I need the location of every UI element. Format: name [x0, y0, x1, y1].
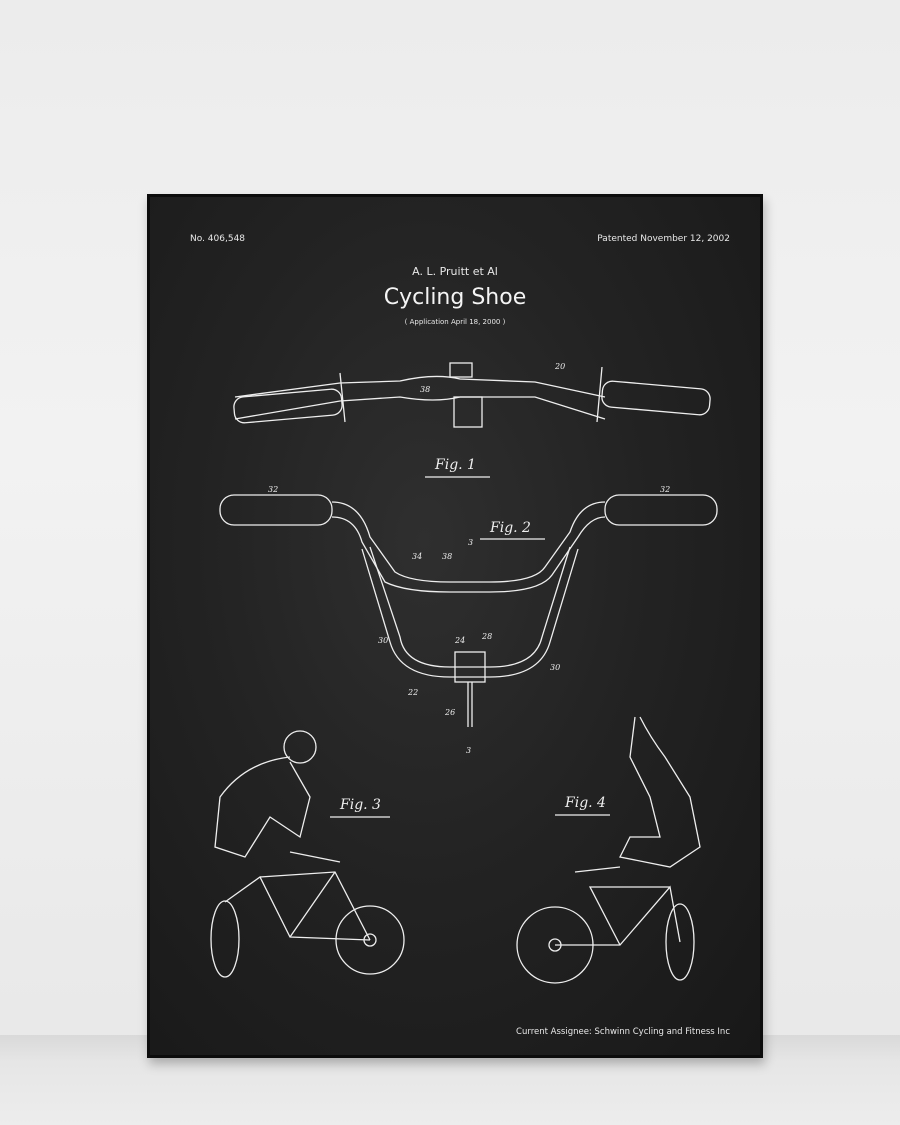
fig2-handlebar-drawing: Fig. 2 32 32 34 38 3 30 24 28 30 22 26 3: [219, 485, 718, 755]
fig1-handlebar-drawing: 20 38 Fig. 1: [233, 362, 711, 478]
assignee: Current Assignee: Schwinn Cycling and Fi…: [516, 1027, 730, 1037]
ref-number: 22: [407, 688, 418, 697]
author: A. L. Pruitt et Al: [412, 265, 498, 278]
figure-label: Fig. 3: [339, 797, 381, 813]
ref-number: 24: [454, 636, 465, 645]
figure-label: Fig. 2: [489, 520, 531, 536]
poster-title: Cycling Shoe: [383, 285, 527, 310]
fig4-rider-drawing: Fig. 4: [516, 716, 701, 984]
ref-number: 38: [420, 385, 430, 394]
ref-number: 3: [468, 538, 473, 547]
figure-label: Fig. 1: [434, 457, 476, 473]
ref-number: 28: [481, 632, 492, 641]
ref-number: 32: [268, 485, 278, 494]
ref-number: 3: [466, 746, 471, 755]
ref-number: 30: [378, 636, 388, 645]
patent-number: No. 406,548: [190, 234, 246, 244]
ref-number: 34: [412, 552, 422, 561]
poster-frame: No. 406,548 Patented November 12, 2002 A…: [147, 194, 763, 1058]
patent-date: Patented November 12, 2002: [597, 234, 730, 244]
fig3-rider-drawing: Fig. 3: [210, 730, 405, 978]
ref-number: 30: [550, 663, 560, 672]
ref-number: 38: [442, 552, 452, 561]
patent-drawings: 20 38 Fig. 1 Fig. 2 32 32 34 38: [210, 362, 718, 984]
figure-label: Fig. 4: [564, 795, 606, 811]
ref-number: 26: [444, 708, 455, 717]
patent-poster: No. 406,548 Patented November 12, 2002 A…: [150, 197, 760, 1055]
ref-number: 20: [554, 362, 565, 371]
application-date: ( Application April 18, 2000 ): [404, 318, 506, 326]
ref-number: 32: [660, 485, 670, 494]
